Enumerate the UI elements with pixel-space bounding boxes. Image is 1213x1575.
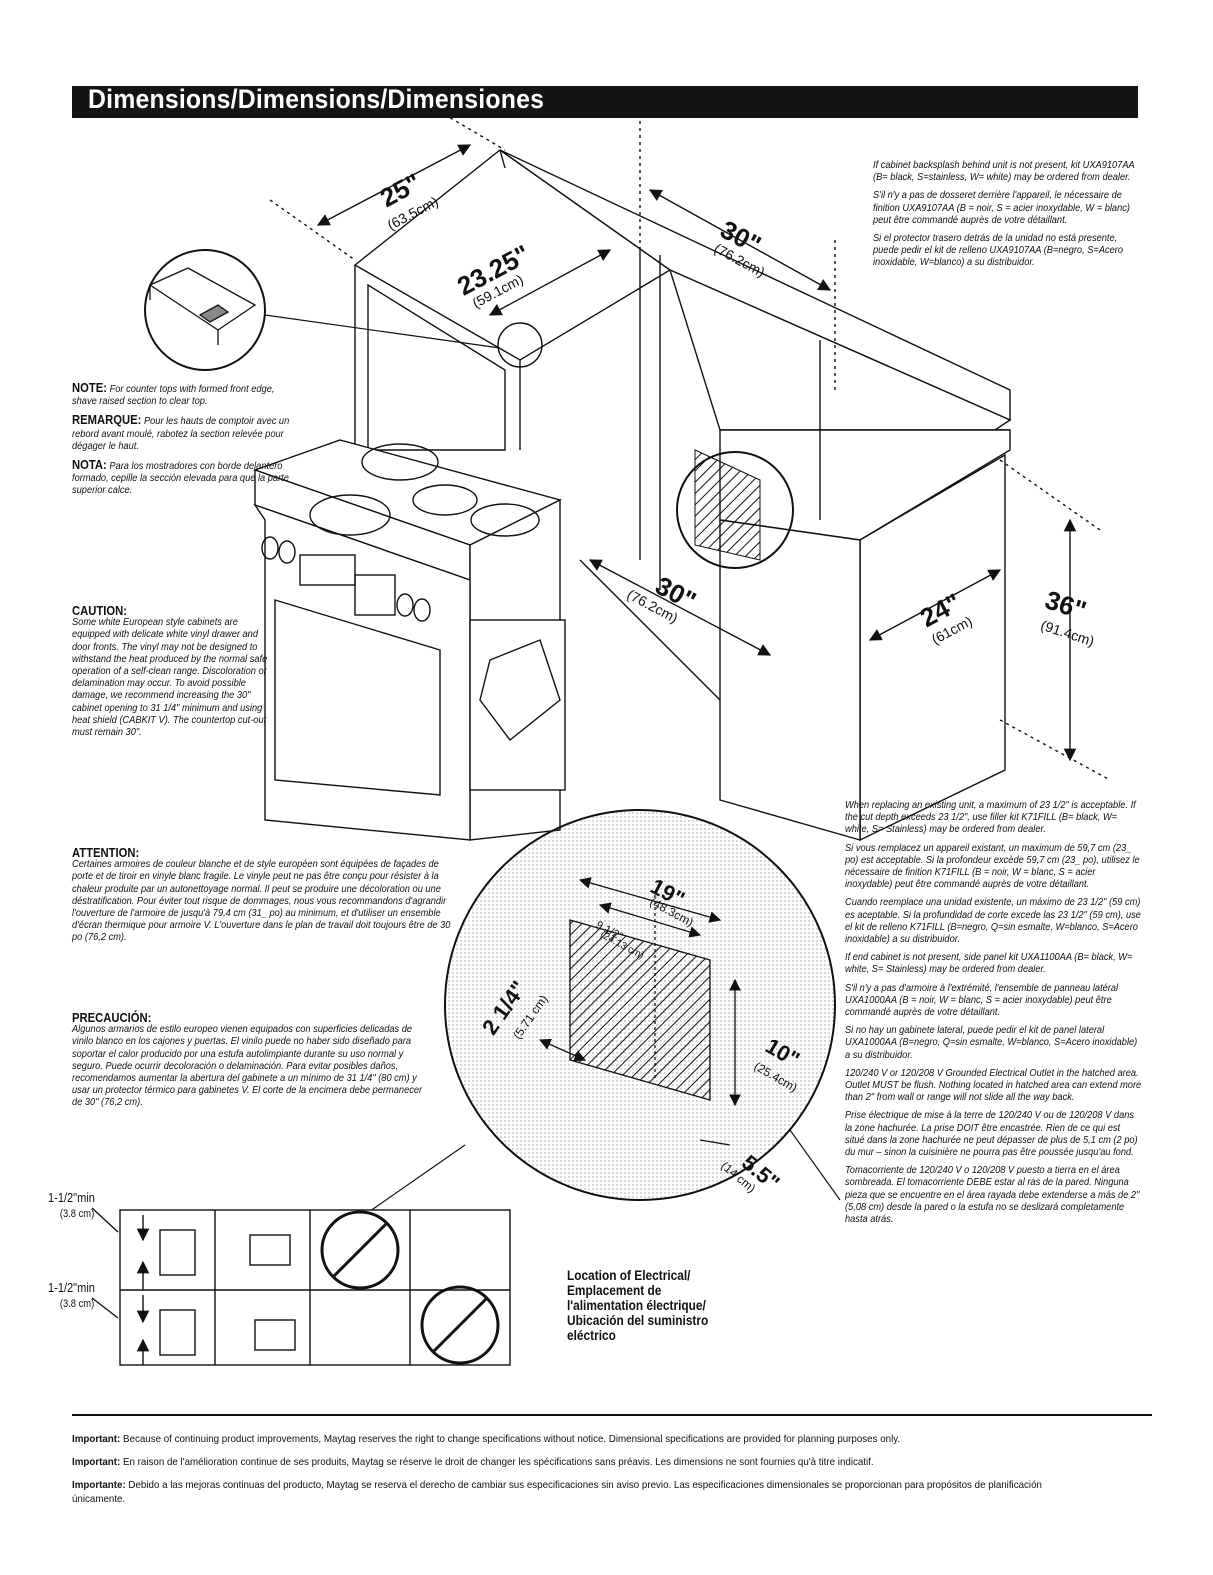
clearance-label-2: 1-1/2"min (3.8 cm) — [48, 1280, 95, 1310]
precaucion-block: PRECAUCIÓN: Algunos armarios de estilo e… — [72, 1011, 423, 1109]
caution-block: CAUTION: Some white European style cabin… — [72, 604, 268, 739]
important-es: Importante: Debido a las mejoras continu… — [72, 1479, 1042, 1505]
note-counter-edge: NOTE: For counter tops with formed front… — [72, 381, 290, 497]
page-title: Dimensions/Dimensions/Dimensiones — [88, 84, 545, 114]
important-fr: Important: En raison de l'amélioration c… — [72, 1456, 874, 1468]
important-en: Important: Because of continuing product… — [72, 1433, 901, 1445]
clearance-label-1: 1-1/2"min (3.8 cm) — [48, 1190, 95, 1220]
footer-divider — [72, 1414, 1152, 1416]
replacement-notes: When replacing an existing unit, a maxim… — [845, 800, 1142, 1226]
title-bar — [72, 86, 1138, 118]
electrical-location-caption: Location of Electrical/ Emplacement de l… — [567, 1268, 709, 1343]
attention-block: ATTENTION: Certaines armoires de couleur… — [72, 846, 451, 944]
backsplash-note: If cabinet backsplash behind unit is not… — [873, 160, 1135, 269]
